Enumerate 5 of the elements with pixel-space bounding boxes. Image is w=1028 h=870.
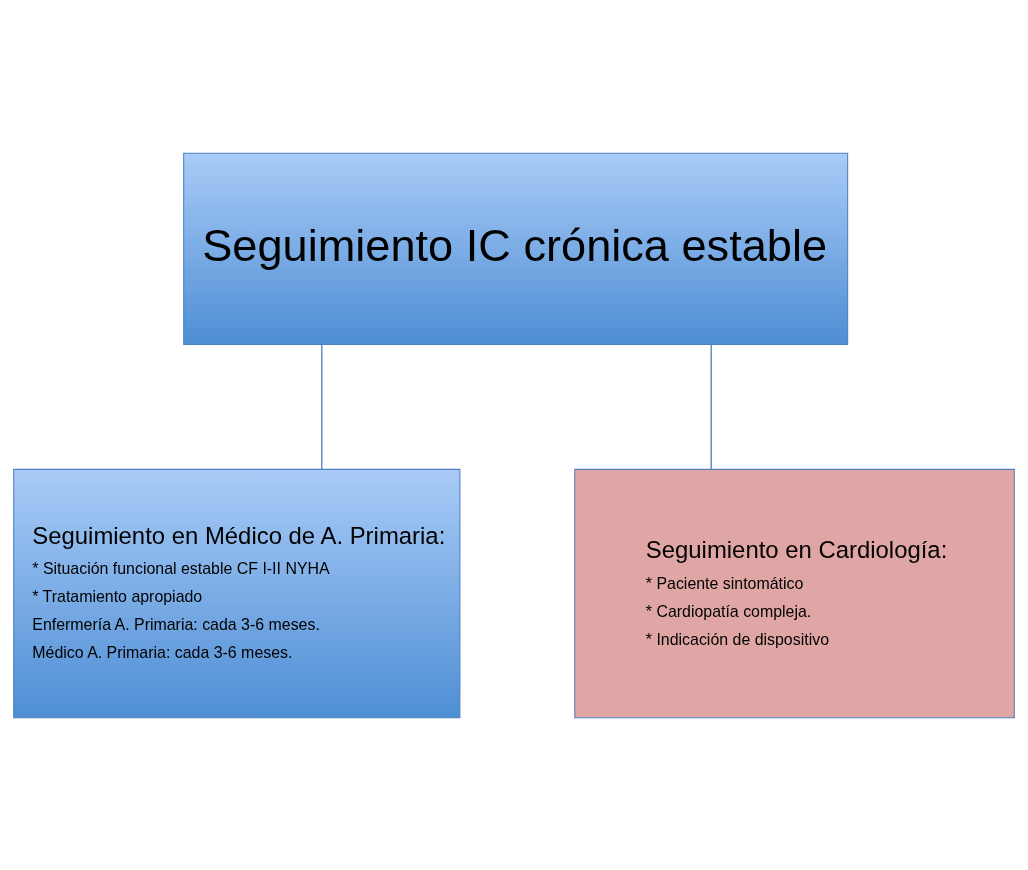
node-box: Seguimiento en Cardiología: * Paciente sintomático * Cardiopatía compleja. * Indicación de dispositivo xyxy=(574,468,1015,718)
connector xyxy=(710,343,712,470)
node-box: Seguimiento IC crónica estable xyxy=(183,152,849,345)
connector xyxy=(321,343,323,470)
node-box: Seguimiento en Médico de A. Primaria: * Situación funcional estable CF I-II NYHA * Tratamiento apropiado Enfermería A. Primaria: cada 3-6 meses. Médico A. Primaria: cada 3-6 meses. xyxy=(13,468,461,718)
